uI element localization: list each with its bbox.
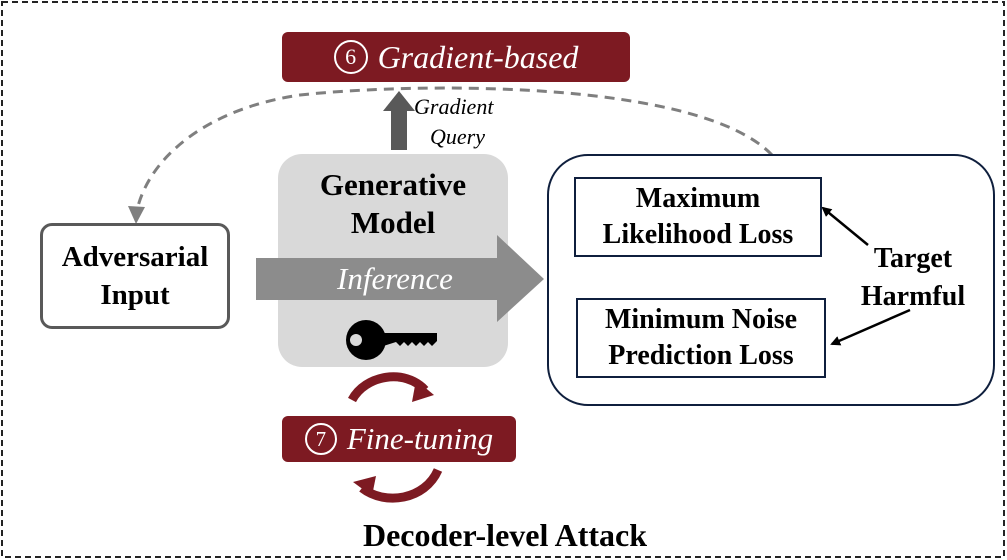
dashed-feedback-arc: [135, 86, 774, 211]
adversarial-input-line1: Adversarial: [61, 241, 209, 273]
gradient-based-label: Gradient-based: [377, 38, 579, 75]
mle-line1: Maximum: [635, 183, 761, 214]
inference-label: Inference: [337, 261, 453, 296]
generative-model-line2: Model: [350, 205, 436, 240]
gradient-query-arrowhead-icon: [383, 91, 415, 111]
inference-arrow: [256, 235, 544, 322]
gradient-query-line1: Gradient: [414, 94, 494, 119]
maximum-likelihood-loss-box: Maximum Likelihood Loss: [574, 177, 822, 257]
target-harmful-line2: Harmful: [860, 281, 966, 312]
minimum-noise-prediction-loss-box: Minimum Noise Prediction Loss: [576, 298, 826, 378]
target-harmful-line1: Target: [873, 243, 953, 274]
step-number-badge: 7: [304, 423, 337, 455]
mnp-line2: Prediction Loss: [608, 340, 794, 371]
key-icon: [346, 320, 437, 360]
dashed-arrowhead-icon: [128, 206, 145, 224]
step-number-badge: 6: [333, 40, 368, 74]
generative-model-line1: Generative: [319, 167, 467, 202]
target-arrow-lower: [830, 308, 911, 346]
gradient-query-label: Gradient Query: [408, 92, 528, 152]
cycle-arrows-icon: [348, 372, 443, 503]
target-arrow-upper: [821, 206, 869, 246]
gradient-query-line2: Query: [430, 124, 485, 149]
fine-tuning-label: Fine-tuning: [346, 421, 494, 456]
adversarial-input-box: Adversarial Input: [40, 223, 230, 329]
fine-tuning-banner: 7 Fine-tuning: [282, 416, 516, 462]
generative-model-title: Generative Model: [278, 166, 508, 242]
diagram-caption: Decoder-level Attack: [362, 516, 648, 553]
gradient-query-arrow-shaft: [391, 110, 407, 150]
mnp-line1: Minimum Noise: [604, 304, 798, 335]
mle-line2: Likelihood Loss: [602, 219, 794, 250]
adversarial-input-line2: Input: [100, 279, 170, 311]
gradient-based-banner: 6 Gradient-based: [282, 32, 630, 82]
target-harmful-label: Target Harmful: [838, 240, 988, 316]
